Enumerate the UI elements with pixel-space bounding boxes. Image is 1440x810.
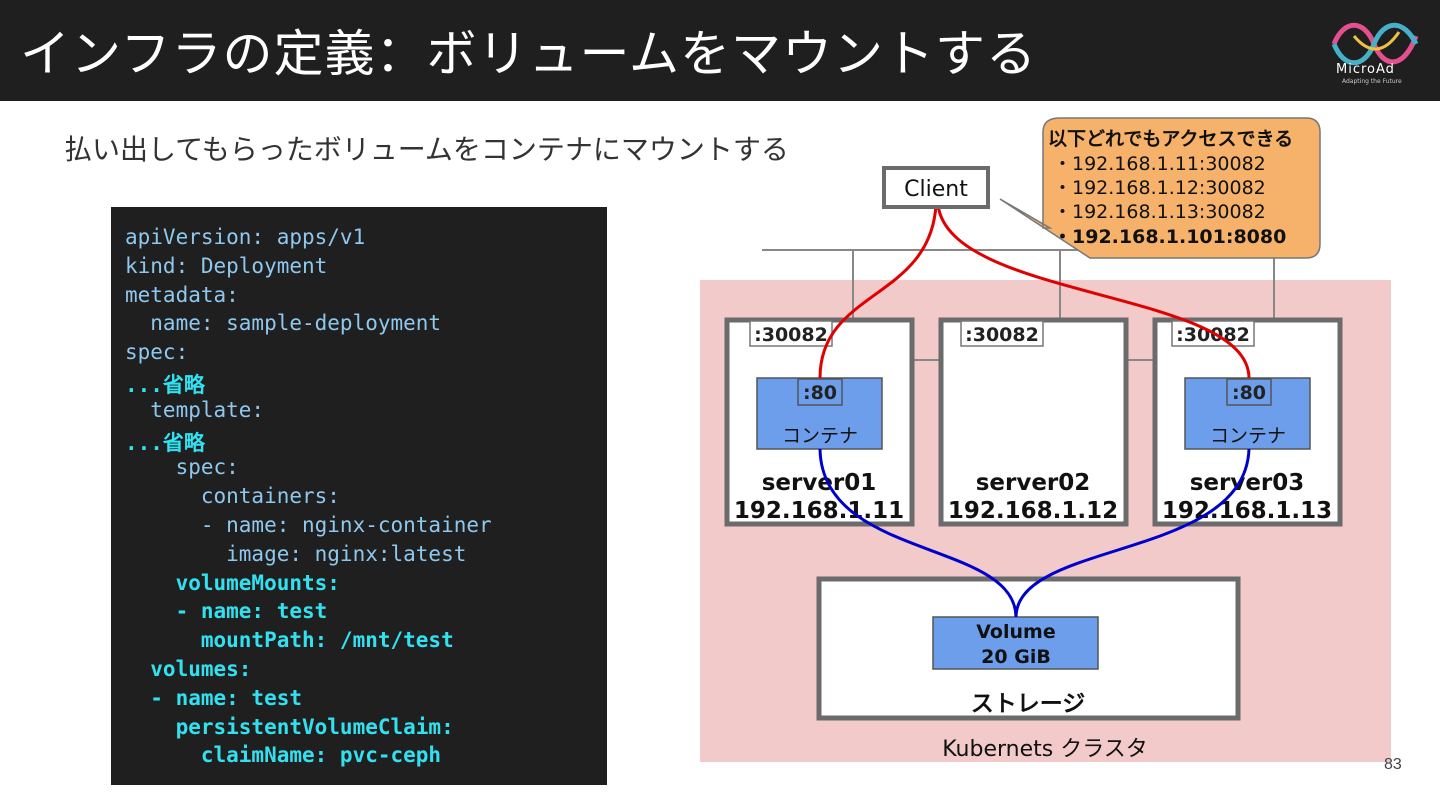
slide-title: インフラの定義：ボリュームをマウントする: [20, 25, 1037, 83]
server-box-1: :30082 :80 コンテナ server01 192.168.1.11: [724, 317, 915, 527]
callout-item-1: ・192.168.1.11:30082: [1053, 153, 1266, 175]
logo-text: MicroAd: [1336, 62, 1395, 77]
server-2-ip: 192.168.1.12: [948, 498, 1118, 524]
server-3-ip: 192.168.1.13: [1162, 498, 1332, 524]
code-line: persistentVolumeClaim:: [125, 714, 454, 739]
yaml-code-block: apiVersion: apps/v1 kind: Deployment metad…: [111, 207, 607, 785]
volume-size: 20 GiB: [981, 646, 1051, 668]
server-3-name: server03: [1190, 470, 1305, 496]
code-line: - name: test: [125, 685, 303, 710]
callout-title: 以下どれでもアクセスできる: [1048, 128, 1293, 150]
server-box-2: :30082 server02 192.168.1.12: [938, 317, 1129, 527]
storage-label: ストレージ: [971, 691, 1086, 717]
code-line: spec:: [125, 455, 239, 480]
code-line: ...省略: [125, 373, 205, 397]
code-line: image: nginx:latest: [125, 541, 467, 566]
server-box-3: :30082 :80 コンテナ server03 192.168.1.13: [1152, 317, 1343, 527]
slide-subtitle: 払い出してもらったボリュームをコンテナにマウントする: [64, 133, 789, 166]
code-line: claimName: pvc-ceph: [125, 743, 442, 768]
blue-mount-server03: [1014, 448, 1251, 618]
code-line: - name: test: [125, 599, 328, 624]
container-1-label: コンテナ: [782, 425, 858, 447]
server-1-port: :30082: [754, 324, 828, 346]
callout-item-3: ・192.168.1.13:30082: [1053, 201, 1266, 223]
server-2-port: :30082: [965, 324, 1039, 346]
volume-box: [932, 616, 1099, 670]
access-callout: 以下どれでもアクセスできる ・192.168.1.11:30082 ・192.1…: [999, 117, 1321, 259]
volume-label: Volume: [976, 621, 1055, 643]
code-line: ...省略: [125, 430, 205, 455]
container-3-port: :80: [1232, 382, 1266, 404]
code-line: containers:: [125, 484, 340, 509]
container-3-label: コンテナ: [1210, 425, 1286, 447]
server-1-ip: 192.168.1.11: [734, 498, 904, 524]
blue-mount-server01: [818, 448, 1018, 618]
code-line: kind: Deployment: [125, 253, 328, 278]
storage-box: Volume 20 GiB ストレージ: [816, 576, 1241, 721]
code-line: mountPath: /mnt/test: [125, 628, 454, 653]
container-1-port: :80: [803, 382, 837, 404]
cluster-label: Kubernets クラスタ: [942, 737, 1148, 762]
code-line: volumes:: [125, 657, 252, 681]
red-route-server01: [818, 204, 938, 379]
code-line: - name: nginx-container: [125, 513, 492, 537]
microad-logo-icon: [1331, 22, 1419, 66]
callout-item-2: ・192.168.1.12:30082: [1053, 177, 1266, 199]
logo-subtext: Adapting the Future: [1342, 78, 1402, 85]
server-2-name: server02: [976, 470, 1091, 496]
client-box: [882, 166, 990, 209]
code-line: spec:: [125, 340, 189, 365]
code-line: template:: [125, 397, 265, 422]
code-line: metadata:: [125, 282, 239, 307]
callout-item-4: ・192.168.1.101:8080: [1053, 226, 1286, 248]
code-line: volumeMounts:: [125, 570, 340, 595]
red-route-server03: [936, 204, 1251, 379]
server-3-port: :30082: [1176, 324, 1250, 346]
client-label: Client: [904, 177, 968, 202]
code-line: apiVersion: apps/v1: [125, 225, 366, 249]
title-bar: インフラの定義：ボリュームをマウントする MicroAd Adapting th…: [0, 0, 1440, 101]
code-line: name: sample-deployment: [125, 311, 442, 336]
server-1-name: server01: [762, 470, 877, 496]
page-number: 83: [1384, 756, 1402, 773]
